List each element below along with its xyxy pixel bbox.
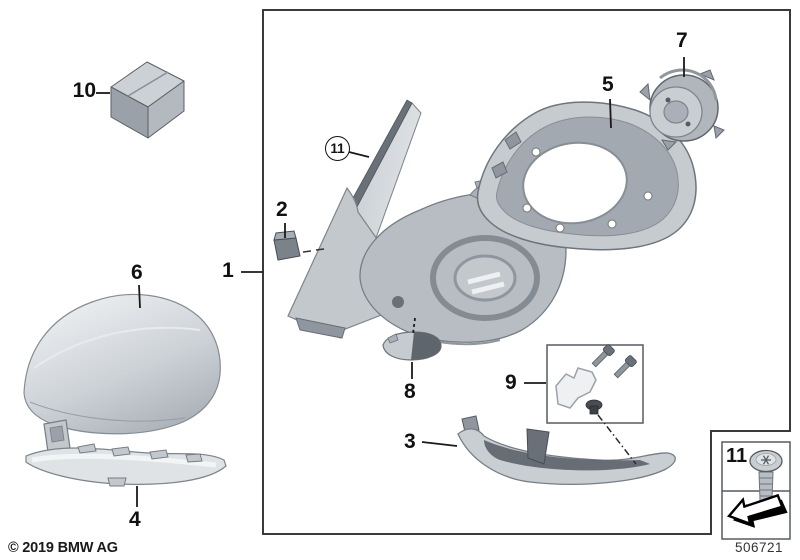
direction-of-travel-arrow-icon: [726, 493, 788, 528]
callout-2[interactable]: 2: [276, 198, 288, 221]
callout-9[interactable]: 9: [505, 371, 517, 394]
copyright-notice: © 2019 BMW AG: [8, 540, 118, 556]
screw-part: [591, 344, 615, 368]
leader-lines: [96, 57, 685, 507]
nut-part: [585, 399, 603, 415]
part-mirror-cap: [23, 293, 221, 435]
leader-6: [138, 284, 141, 309]
bracket-part: [555, 367, 597, 409]
callout-1[interactable]: 1: [222, 259, 234, 282]
leader-11: [348, 151, 370, 158]
screw-part: [613, 355, 637, 379]
assembly-axis-line: [597, 414, 637, 465]
leader-3: [421, 441, 458, 447]
leader-5: [609, 98, 612, 129]
part-lower-housing-trim: [457, 415, 676, 485]
detail-box-9: [546, 344, 644, 465]
callout-4[interactable]: 4: [129, 508, 141, 531]
callout-7[interactable]: 7: [676, 29, 688, 52]
callout-8[interactable]: 8: [404, 380, 416, 403]
callout-10[interactable]: 10: [72, 79, 96, 102]
part-housing-support-frame: [476, 101, 697, 251]
diagram-number: 506721: [735, 540, 784, 555]
callout-11-box[interactable]: 11: [726, 445, 748, 467]
leader-8-dashed: [412, 317, 416, 335]
callout-6[interactable]: 6: [131, 261, 143, 284]
part-mirror-drive-motor: [639, 68, 725, 151]
legend-box-11: [721, 441, 791, 540]
part-repair-kit-box: [110, 61, 185, 139]
callout-11-circled[interactable]: 11: [325, 136, 350, 161]
diagram-frame: [262, 9, 791, 535]
part-turn-signal-lamp: [25, 419, 227, 487]
callout-5[interactable]: 5: [602, 73, 614, 96]
callout-3[interactable]: 3: [404, 430, 416, 453]
part-cover-plate: [382, 331, 442, 361]
